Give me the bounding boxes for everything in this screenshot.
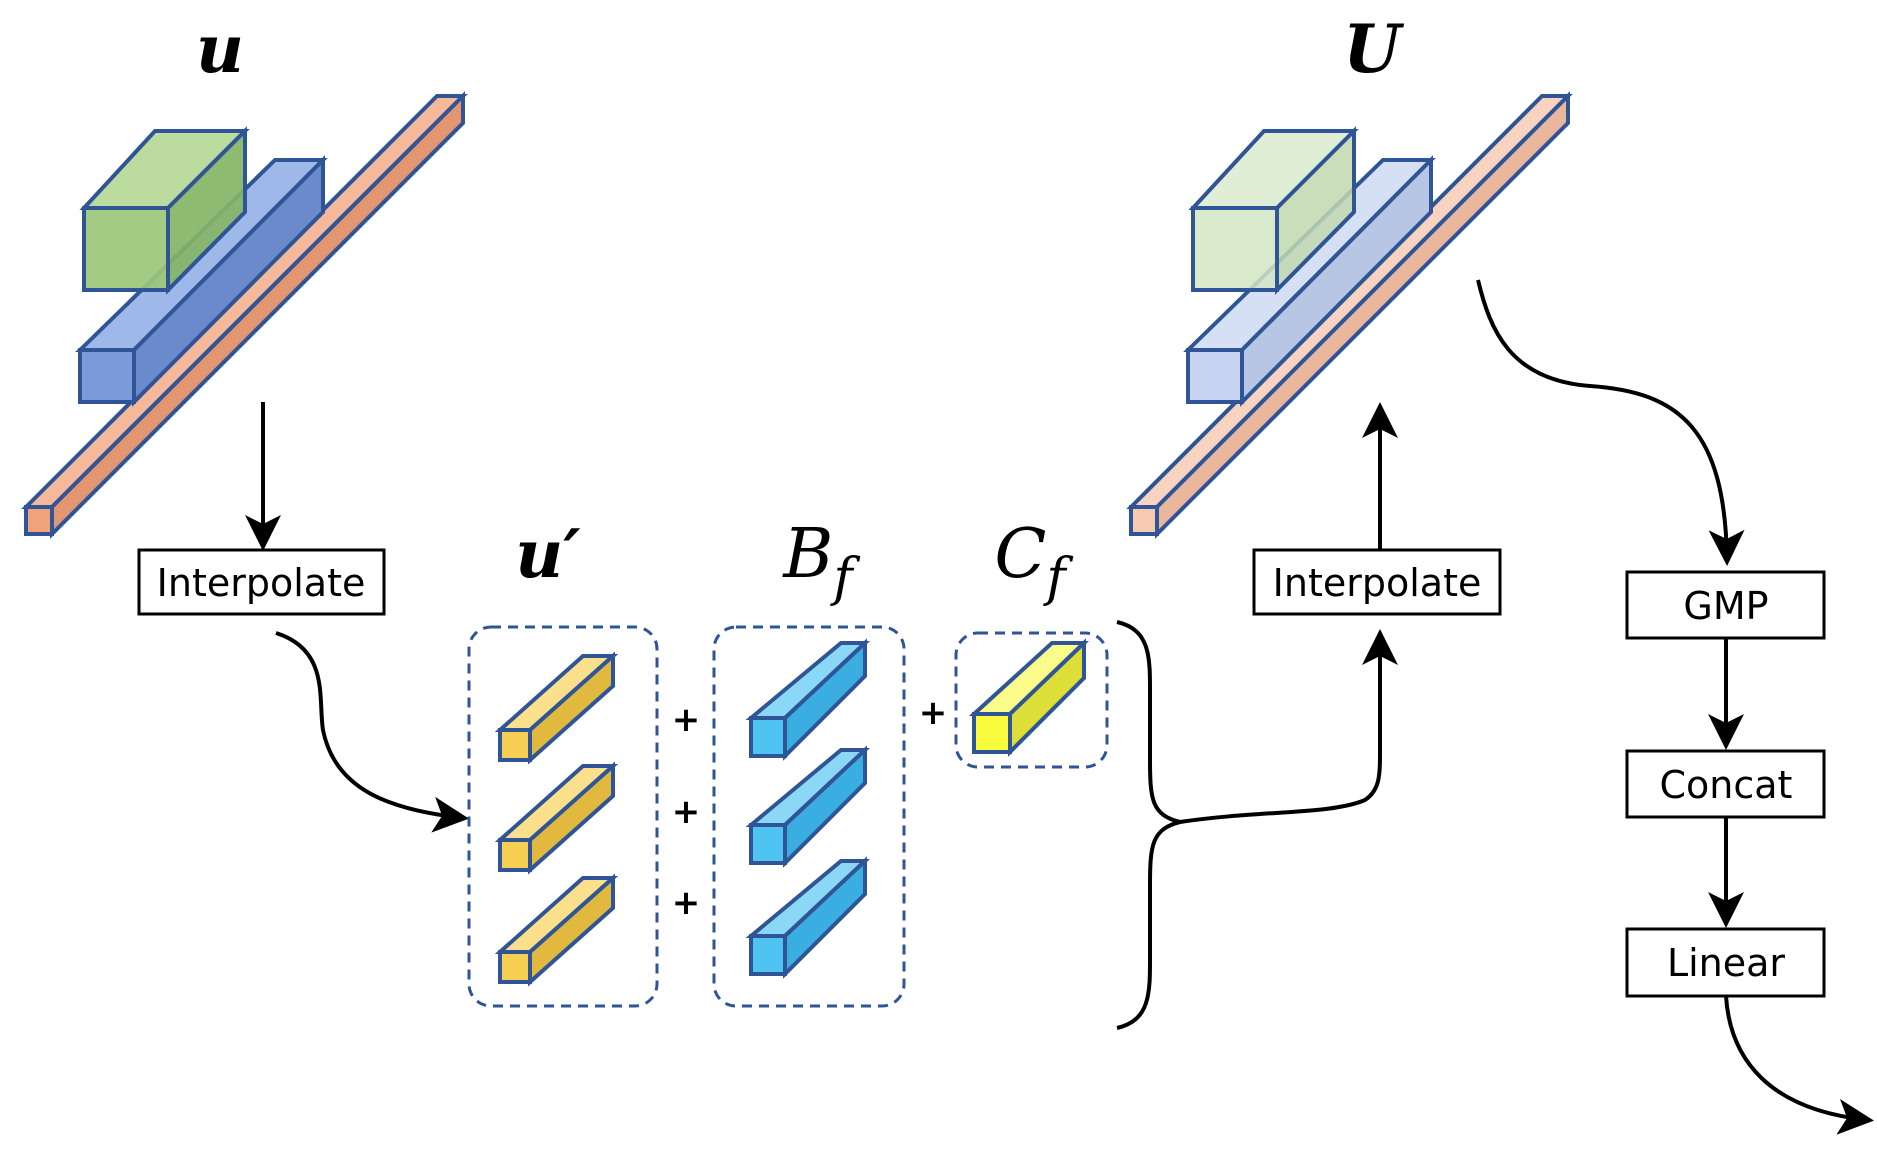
plus-sign-4: +	[919, 693, 948, 733]
U-green-cube	[1188, 126, 1359, 295]
plus-sign-1: +	[672, 700, 701, 740]
u-feature-stack	[21, 91, 468, 539]
Cf-token	[968, 638, 1089, 757]
arrow-U-to-gmp	[1476, 279, 1745, 566]
gmp-label: GMP	[1683, 584, 1768, 628]
linear-box: Linear	[1625, 927, 1826, 998]
u-prime-group	[467, 625, 659, 1008]
u-prime-title: u′	[515, 515, 580, 593]
interpolate-left-box: Interpolate	[137, 548, 386, 616]
interpolate-right-label: Interpolate	[1273, 561, 1482, 605]
interpolate-left-label: Interpolate	[157, 561, 366, 605]
linear-label: Linear	[1667, 941, 1785, 985]
Cf-title: Cf	[994, 515, 1073, 608]
interpolate-right-box: Interpolate	[1252, 548, 1502, 616]
Bf-group	[712, 625, 906, 1008]
U-title: U	[1343, 10, 1404, 88]
summation-brace	[1116, 620, 1181, 1030]
Bf-title: Bf	[781, 515, 860, 608]
concat-label: Concat	[1660, 763, 1793, 807]
arrow-interpolate-to-u-prime	[275, 631, 469, 833]
u-green-cube	[79, 126, 250, 295]
U-feature-stack	[1126, 91, 1573, 539]
Bf-token-2	[745, 745, 871, 868]
u-prime-token-2	[494, 761, 619, 875]
Bf-token-3	[745, 856, 871, 979]
plus-sign-2: +	[672, 792, 701, 832]
arrow-brace-to-interpolate	[1179, 629, 1398, 824]
arrow-linear-output	[1724, 995, 1874, 1135]
plus-sign-3: +	[672, 883, 701, 923]
Cf-group	[954, 631, 1109, 769]
u-prime-token-3	[494, 873, 619, 987]
Bf-token-1	[745, 638, 871, 761]
u-prime-token-1	[494, 651, 619, 765]
u-title: u	[196, 10, 244, 88]
concat-box: Concat	[1625, 749, 1826, 819]
gmp-box: GMP	[1625, 570, 1826, 640]
